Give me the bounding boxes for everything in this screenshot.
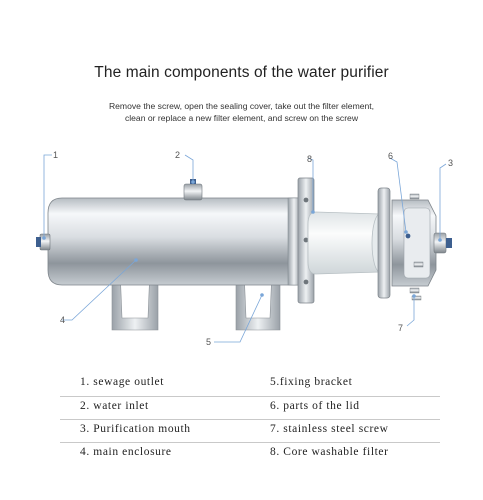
lid-parts [377, 187, 437, 299]
legend-item-1: 1. sewage outlet [80, 376, 165, 388]
core-washable-filter [307, 211, 389, 275]
instruction-line-1: Remove the screw, open the sealing cover… [108, 101, 375, 111]
callout-4: 4 [60, 315, 65, 325]
legend-item-2: 2. water inlet [80, 400, 149, 412]
legend-divider [60, 419, 440, 420]
legend-item-4: 4. main enclosure [80, 446, 172, 458]
callout-5: 5 [206, 337, 211, 347]
legend-item-5: 5.fixing bracket [270, 376, 353, 388]
page-title: The main components of the water purifie… [94, 64, 389, 81]
legend-item-7: 7. stainless steel screw [270, 423, 389, 435]
callout-lines [43, 154, 447, 343]
callout-2: 2 [175, 150, 180, 160]
callout-1: 1 [53, 150, 58, 160]
sewage-outlet-nut [36, 233, 51, 251]
purification-mouth-nut [433, 232, 452, 254]
callout-dots [42, 180, 442, 298]
water-purifier-diagram: 1 2 8 6 3 4 5 7 [36, 150, 453, 347]
callout-6: 6 [388, 151, 393, 161]
main-enclosure [47, 197, 301, 286]
callout-8: 8 [307, 154, 312, 164]
legend-item-6: 6. parts of the lid [270, 400, 360, 412]
legend-divider [60, 396, 440, 397]
component-legend: 1. sewage outlet 2. water inlet 3. Purif… [0, 370, 483, 465]
callout-7: 7 [398, 323, 403, 333]
legend-item-8: 8. Core washable filter [270, 446, 389, 458]
legend-divider [60, 442, 440, 443]
legend-item-3: 3. Purification mouth [80, 423, 191, 435]
stainless-steel-screws [409, 193, 424, 301]
callout-3: 3 [448, 158, 453, 168]
instruction-line-2: clean or replace a new filter element, a… [124, 113, 359, 123]
